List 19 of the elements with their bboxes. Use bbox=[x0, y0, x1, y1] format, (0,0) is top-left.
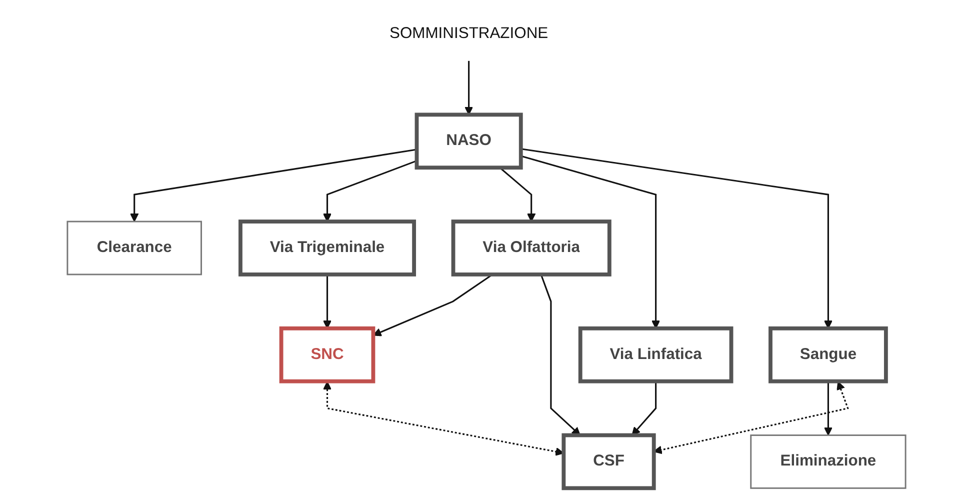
arrow bbox=[499, 167, 536, 222]
node-box: Via Olfattoria bbox=[451, 220, 612, 276]
arrow bbox=[632, 381, 657, 436]
arrow bbox=[540, 274, 580, 436]
node-box: SNC bbox=[279, 326, 376, 384]
arrow bbox=[322, 274, 332, 329]
node-box: Eliminazione bbox=[750, 434, 906, 489]
arrow bbox=[520, 148, 833, 329]
node-text: SOMMINISTRAZIONE bbox=[390, 25, 548, 42]
arrow bbox=[464, 60, 474, 116]
node-box: CSF bbox=[562, 433, 656, 490]
arrow bbox=[824, 381, 833, 436]
arrow bbox=[130, 148, 417, 222]
arrow bbox=[520, 155, 660, 329]
node-box: Via Linfatica bbox=[578, 326, 734, 384]
node-box: Via Trigeminale bbox=[238, 220, 416, 276]
node-box: Clearance bbox=[66, 220, 202, 276]
node-box: Sangue bbox=[768, 326, 888, 384]
node-box: NASO bbox=[414, 112, 523, 170]
